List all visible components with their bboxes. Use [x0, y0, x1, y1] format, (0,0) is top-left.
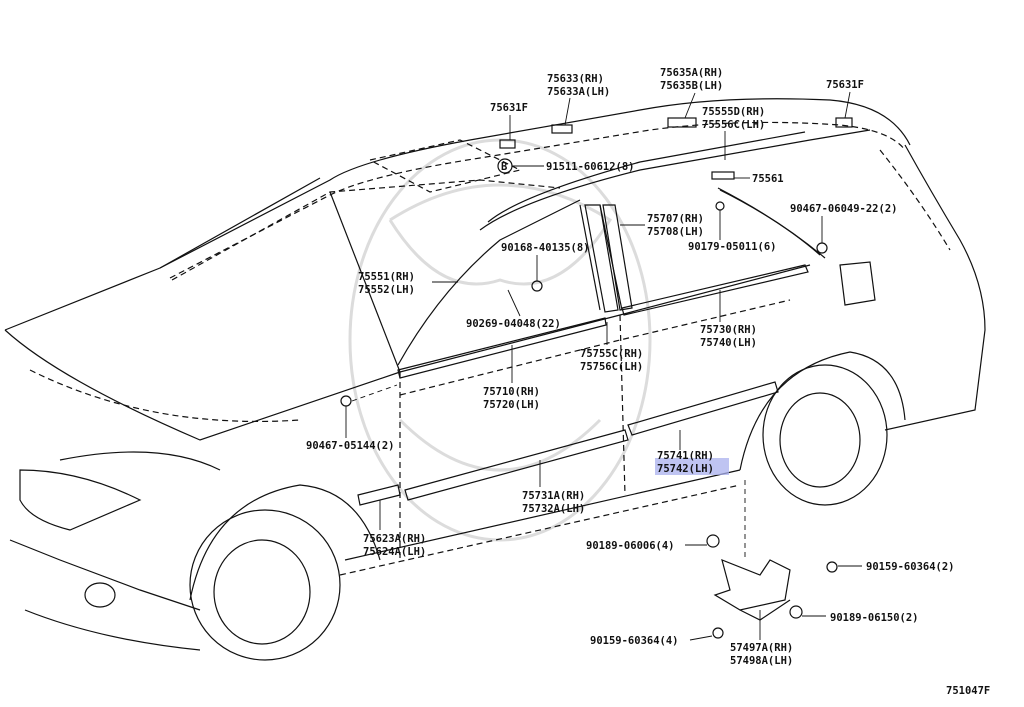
part-label-75633a[interactable]: 75633A(LH)	[547, 86, 610, 98]
part-label-75635b[interactable]: 75635B(LH)	[660, 80, 723, 92]
part-label-90159-60364-b[interactable]: 90159-60364(4)	[590, 635, 679, 647]
part-label-75741[interactable]: 75741(RH)	[657, 450, 714, 462]
part-label-90467-05144[interactable]: 90467-05144(2)	[306, 440, 395, 452]
part-label-75633[interactable]: 75633(RH)	[547, 73, 604, 85]
part-label-75720[interactable]: 75720(LH)	[483, 399, 540, 411]
part-label-75742[interactable]: 75742(LH)	[657, 463, 714, 475]
part-label-75756c[interactable]: 75756C(LH)	[580, 361, 643, 373]
part-label-75707[interactable]: 75707(RH)	[647, 213, 704, 225]
part-label-75556c[interactable]: 75556C(LH)	[702, 119, 765, 131]
part-label-75631f-left[interactable]: 75631F	[490, 102, 528, 114]
part-label-75708[interactable]: 75708(LH)	[647, 226, 704, 238]
car-body-outline	[4, 98, 986, 661]
part-label-57498a[interactable]: 57498A(LH)	[730, 655, 793, 667]
part-label-90189-06150[interactable]: 90189-06150(2)	[830, 612, 919, 624]
part-label-75740[interactable]: 75740(LH)	[700, 337, 757, 349]
part-label-91511-60612[interactable]: 91511-60612(8)	[546, 161, 635, 173]
leader-lines	[345, 91, 862, 641]
part-label-90467-06049[interactable]: 90467-06049-22(2)	[790, 203, 897, 215]
part-label-75731a[interactable]: 75731A(RH)	[522, 490, 585, 502]
part-label-75631f-right[interactable]: 75631F	[826, 79, 864, 91]
part-label-75561[interactable]: 75561	[752, 173, 784, 185]
part-labels: 75633(RH) 75633A(LH) 75635A(RH) 75635B(L…	[306, 67, 990, 697]
part-label-90189-06006[interactable]: 90189-06006(4)	[586, 540, 675, 552]
part-label-75755c[interactable]: 75755C(RH)	[580, 348, 643, 360]
b-marker-letter: B	[501, 161, 507, 173]
part-label-90168-40135[interactable]: 90168-40135(8)	[501, 242, 590, 254]
watermark-emblem	[348, 138, 652, 542]
part-label-75552[interactable]: 75552(LH)	[358, 284, 415, 296]
part-label-57497a[interactable]: 57497A(RH)	[730, 642, 793, 654]
highlighted-part-box	[655, 458, 729, 475]
part-label-75635a[interactable]: 75635A(RH)	[660, 67, 723, 79]
part-label-75551[interactable]: 75551(RH)	[358, 271, 415, 283]
part-label-75624a[interactable]: 75624A(LH)	[363, 546, 426, 558]
part-label-90269-04048[interactable]: 90269-04048(22)	[466, 318, 561, 330]
part-label-90159-60364-a[interactable]: 90159-60364(2)	[866, 561, 955, 573]
part-label-90179-05011[interactable]: 90179-05011(6)	[688, 241, 777, 253]
part-label-75732a[interactable]: 75732A(LH)	[522, 503, 585, 515]
part-label-75623a[interactable]: 75623A(RH)	[363, 533, 426, 545]
part-label-75710[interactable]: 75710(RH)	[483, 386, 540, 398]
part-label-75730[interactable]: 75730(RH)	[700, 324, 757, 336]
figure-number: 751047F	[946, 685, 990, 697]
part-label-75555d[interactable]: 75555D(RH)	[702, 106, 765, 118]
